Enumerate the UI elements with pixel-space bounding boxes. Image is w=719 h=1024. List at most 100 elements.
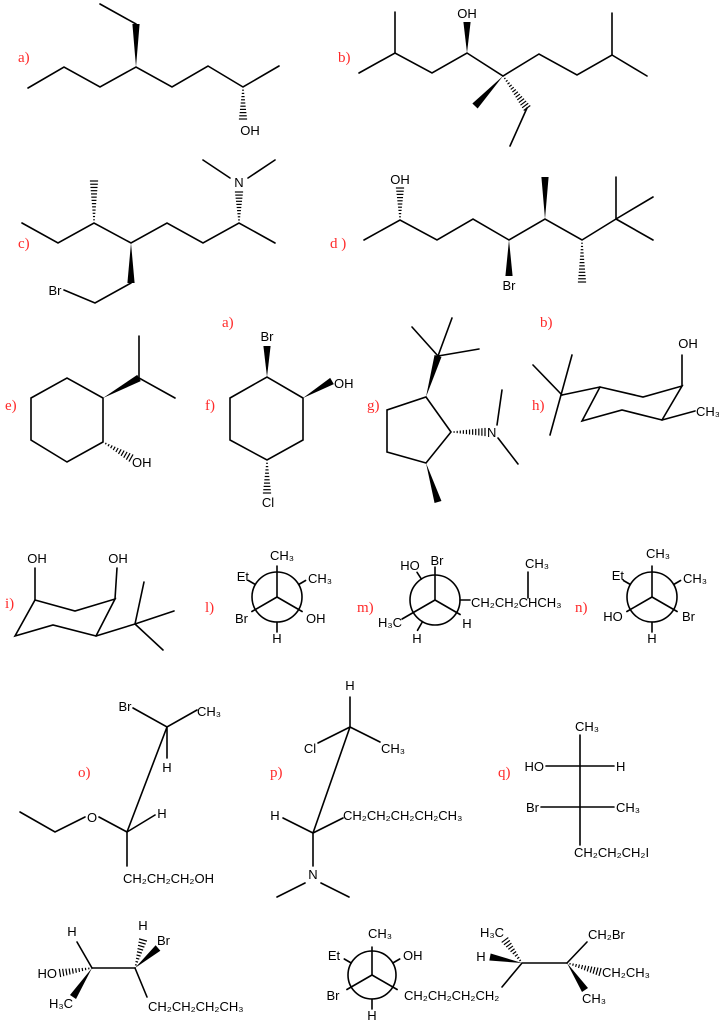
wedge-bond [132, 24, 140, 67]
back-bond [672, 579, 682, 586]
back-bond [416, 620, 424, 632]
label-e: e) [5, 398, 17, 414]
back-bond [247, 579, 257, 586]
atom-ch3: CH₃ [616, 800, 640, 815]
wedge-bond [69, 968, 92, 999]
bond [126, 814, 156, 833]
wedge-bond [426, 354, 442, 397]
label-l: l) [205, 600, 214, 616]
wedge-bond [541, 177, 549, 219]
bond [437, 348, 480, 357]
atom-chain: CH₂CH₂CH₂CH₂ [404, 988, 499, 1003]
bond [532, 364, 563, 396]
label-h: h) [532, 398, 545, 414]
bond [312, 817, 344, 834]
atom-ch2br: CH₂Br [588, 927, 625, 942]
atom-h: H [476, 949, 485, 964]
back-bond [343, 958, 353, 964]
atom-br: Br [503, 278, 517, 293]
bond [63, 282, 132, 304]
front-bond [251, 596, 278, 613]
atom-ch3: CH₃ [197, 704, 221, 719]
atom-chain: CH₂CH₂CH₂CH₂CH₃ [343, 808, 462, 823]
bond [312, 726, 351, 834]
back-bond [416, 571, 423, 580]
label-g: g) [367, 398, 380, 414]
bond [320, 882, 350, 898]
atom-ch3: CH₃ [575, 719, 599, 734]
atom-h3c: H₃C [480, 925, 504, 940]
atom-ch3: CH₃ [582, 991, 606, 1006]
bond [358, 52, 648, 77]
atom-br: Br [49, 283, 63, 298]
label-q: q) [498, 765, 511, 781]
bond [661, 410, 696, 421]
label-a2: a) [222, 315, 234, 331]
atom-h: H [462, 616, 471, 631]
atom-h: H [138, 918, 147, 933]
atom-n: N [308, 867, 317, 882]
wedge-bond [103, 374, 141, 398]
atom-h: H [367, 1008, 376, 1023]
bond [615, 218, 654, 241]
label-p: p) [270, 765, 283, 781]
bond [95, 623, 136, 637]
ring [30, 377, 104, 463]
label-o: o) [78, 765, 91, 781]
hash-bond [577, 242, 587, 283]
label-m: m) [357, 600, 374, 616]
atom-oh: OH [240, 123, 260, 138]
atom-h: H [157, 806, 166, 821]
atom-h: H [647, 631, 656, 646]
atom-et: Et [237, 569, 250, 584]
bond [247, 159, 276, 179]
atom-et: Et [612, 568, 625, 583]
wedge-bond [489, 953, 522, 963]
hash-bond [503, 77, 531, 111]
atom-ch3: CH₃ [308, 571, 332, 586]
atom-h: H [162, 760, 171, 775]
atom-h: H [270, 808, 279, 823]
bond [99, 3, 137, 25]
wedge-bond [505, 240, 513, 276]
atom-ho: HO [603, 609, 623, 624]
bond [566, 941, 588, 964]
bond [76, 941, 93, 969]
problem-labels: a) b) c) d ) a) b) e) f) g) h) i) l) m) … [5, 50, 588, 781]
bond [134, 610, 175, 625]
bond [202, 159, 231, 179]
atom-oh: OH [457, 6, 477, 21]
front-bond [371, 974, 398, 991]
atom-ch3: CH₃ [683, 571, 707, 586]
atom-o: O [87, 810, 97, 825]
atom-oh: OH [108, 551, 128, 566]
atom-ch3: CH₃ [381, 741, 405, 756]
atom-br: Br [682, 609, 696, 624]
label-d: d ) [330, 236, 346, 252]
bond [411, 326, 439, 357]
hash-bond [501, 937, 522, 962]
wedge-bond [463, 22, 471, 53]
hash-bond [453, 427, 486, 437]
bond [19, 811, 86, 833]
atom-ch2ch3: CH₂CH₃ [602, 965, 650, 980]
bond [349, 726, 381, 743]
front-bond [401, 599, 436, 620]
atom-br: Br [327, 988, 341, 1003]
hash-bond [104, 442, 134, 462]
label-n: n) [575, 600, 588, 616]
hash-bond [238, 89, 248, 120]
bond [363, 196, 654, 241]
atom-oh: OH [132, 455, 152, 470]
atom-h: H [616, 759, 625, 774]
atom-ch3: CH₃ [696, 404, 719, 419]
atom-et: Et [328, 948, 341, 963]
atom-oh: OH [678, 336, 698, 351]
atom-cl: Cl [262, 495, 274, 510]
atom-ch3: CH₃ [646, 546, 670, 561]
bond [134, 967, 148, 998]
front-bond [346, 974, 373, 991]
wedge-bond [263, 346, 271, 377]
bond [27, 65, 280, 89]
